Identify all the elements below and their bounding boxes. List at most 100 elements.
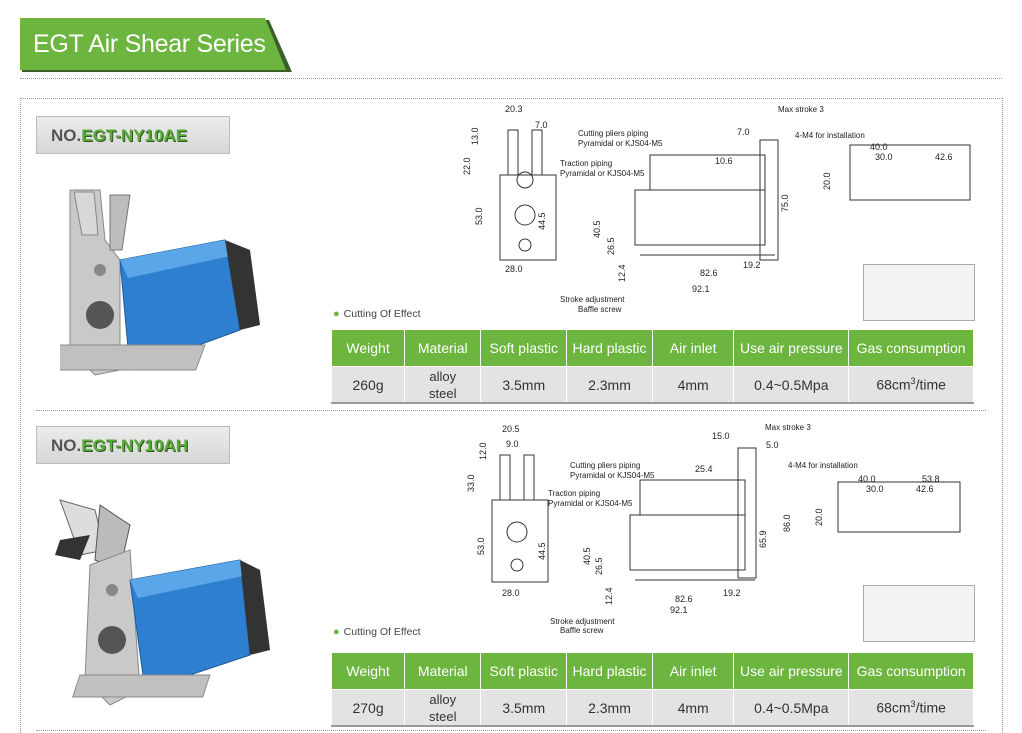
value-weight: 270g bbox=[330, 689, 406, 727]
svg-text:Baffle screw: Baffle screw bbox=[578, 305, 622, 314]
header-gas-consumption: Gas consumption bbox=[848, 652, 974, 690]
header-air-inlet: Air inlet bbox=[651, 329, 735, 367]
svg-text:20.5: 20.5 bbox=[502, 424, 520, 434]
svg-text:28.0: 28.0 bbox=[505, 264, 523, 274]
svg-text:Cutting pliers piping: Cutting pliers piping bbox=[570, 461, 640, 470]
value-air-inlet: 4mm bbox=[651, 689, 735, 727]
cutting-effect-photo bbox=[863, 264, 975, 321]
svg-text:10.6: 10.6 bbox=[715, 156, 733, 166]
header-hard-plastic: Hard plastic bbox=[566, 329, 653, 367]
svg-text:40.0: 40.0 bbox=[870, 142, 888, 152]
spec-table: Weight Material Soft plastic Hard plasti… bbox=[330, 652, 974, 727]
technical-drawing-ny10ah: 20.5 9.0 12.0 33.0 53.0 44.5 28.0 Max st… bbox=[466, 423, 961, 635]
svg-text:7.0: 7.0 bbox=[737, 127, 750, 137]
section-bottom-border bbox=[36, 730, 986, 731]
cutting-effect-label: ●Cutting Of Effect bbox=[333, 626, 421, 638]
cutting-effect-photo bbox=[863, 585, 975, 642]
svg-text:40.0: 40.0 bbox=[858, 474, 876, 484]
svg-text:30.0: 30.0 bbox=[875, 152, 893, 162]
svg-text:53.8: 53.8 bbox=[922, 474, 940, 484]
title-banner bbox=[20, 18, 286, 70]
svg-text:86.0: 86.0 bbox=[782, 514, 792, 532]
header-hard-plastic: Hard plastic bbox=[566, 652, 653, 690]
svg-text:28.0: 28.0 bbox=[502, 588, 520, 598]
product-image-ny10ae bbox=[60, 189, 260, 376]
value-soft-plastic: 3.5mm bbox=[480, 366, 568, 404]
svg-text:Traction piping: Traction piping bbox=[560, 159, 612, 168]
header-material: Material bbox=[404, 329, 482, 367]
svg-text:Pyramidal or KJS04-M5: Pyramidal or KJS04-M5 bbox=[570, 471, 655, 480]
svg-text:Stroke adjustment: Stroke adjustment bbox=[560, 295, 625, 304]
model-label: NO.EGT-NY10AE bbox=[51, 126, 188, 145]
svg-text:92.1: 92.1 bbox=[692, 284, 710, 294]
svg-text:9.0: 9.0 bbox=[506, 439, 519, 449]
header-use-air-pressure: Use air pressure bbox=[733, 329, 850, 367]
svg-text:Pyramidal or KJS04-M5: Pyramidal or KJS04-M5 bbox=[578, 139, 663, 148]
value-gas-consumption: 68cm3/time bbox=[848, 689, 974, 727]
svg-text:42.6: 42.6 bbox=[916, 484, 934, 494]
spec-table: Weight Material Soft plastic Hard plasti… bbox=[330, 329, 974, 404]
svg-text:22.0: 22.0 bbox=[462, 157, 472, 175]
header-gas-consumption: Gas consumption bbox=[848, 329, 974, 367]
section-divider bbox=[36, 410, 986, 411]
svg-text:30.0: 30.0 bbox=[866, 484, 884, 494]
value-use-air-pressure: 0.4~0.5Mpa bbox=[733, 366, 850, 404]
model-label-box: NO.EGT-NY10AE bbox=[36, 116, 230, 154]
svg-text:19.2: 19.2 bbox=[723, 588, 741, 598]
header-soft-plastic: Soft plastic bbox=[480, 329, 568, 367]
section-left-border bbox=[20, 98, 21, 733]
value-weight: 260g bbox=[330, 366, 406, 404]
svg-text:Max stroke 3: Max stroke 3 bbox=[778, 105, 824, 114]
svg-text:53.0: 53.0 bbox=[476, 537, 486, 555]
page-title: EGT Air Shear Series bbox=[33, 30, 266, 58]
svg-text:33.0: 33.0 bbox=[466, 474, 476, 492]
section-right-border bbox=[1002, 98, 1003, 733]
svg-text:Traction piping: Traction piping bbox=[548, 489, 600, 498]
value-air-inlet: 4mm bbox=[651, 366, 735, 404]
spec-header-row: Weight Material Soft plastic Hard plasti… bbox=[330, 652, 974, 690]
header-material: Material bbox=[404, 652, 482, 690]
svg-text:7.0: 7.0 bbox=[535, 120, 548, 130]
svg-text:Pyramidal or KJS04-M5: Pyramidal or KJS04-M5 bbox=[560, 169, 645, 178]
header-weight: Weight bbox=[330, 329, 406, 367]
svg-text:42.6: 42.6 bbox=[935, 152, 953, 162]
svg-text:12.4: 12.4 bbox=[617, 264, 627, 282]
svg-text:4-M4 for installation: 4-M4 for installation bbox=[788, 461, 858, 470]
cutting-effect-label: ●Cutting Of Effect bbox=[333, 308, 421, 320]
svg-text:25.4: 25.4 bbox=[695, 464, 713, 474]
product-image-ny10ah bbox=[55, 499, 270, 706]
header-use-air-pressure: Use air pressure bbox=[733, 652, 850, 690]
svg-text:53.0: 53.0 bbox=[474, 207, 484, 225]
technical-drawing-ny10ae: 20.3 7.0 13.0 22.0 53.0 44.5 28.0 Max st… bbox=[462, 104, 971, 314]
spec-header-row: Weight Material Soft plastic Hard plasti… bbox=[330, 329, 974, 367]
svg-text:12.0: 12.0 bbox=[478, 442, 488, 460]
header-weight: Weight bbox=[330, 652, 406, 690]
svg-text:Max stroke 3: Max stroke 3 bbox=[765, 423, 811, 432]
svg-text:44.5: 44.5 bbox=[537, 542, 547, 560]
header-air-inlet: Air inlet bbox=[651, 652, 735, 690]
value-soft-plastic: 3.5mm bbox=[480, 689, 568, 727]
svg-text:12.4: 12.4 bbox=[604, 587, 614, 605]
svg-text:Pyramidal or KJS04-M5: Pyramidal or KJS04-M5 bbox=[548, 499, 633, 508]
svg-text:4-M4 for installation: 4-M4 for installation bbox=[795, 131, 865, 140]
svg-text:26.5: 26.5 bbox=[594, 557, 604, 575]
svg-text:26.5: 26.5 bbox=[606, 237, 616, 255]
svg-text:20.3: 20.3 bbox=[505, 104, 523, 114]
svg-text:82.6: 82.6 bbox=[700, 268, 718, 278]
bullet-icon: ● bbox=[333, 308, 340, 320]
svg-text:Baffle screw: Baffle screw bbox=[560, 626, 604, 635]
svg-text:20.0: 20.0 bbox=[822, 172, 832, 190]
svg-text:Stroke adjustment: Stroke adjustment bbox=[550, 617, 615, 626]
svg-text:82.6: 82.6 bbox=[675, 594, 693, 604]
svg-text:20.0: 20.0 bbox=[814, 508, 824, 526]
svg-text:40.5: 40.5 bbox=[582, 547, 592, 565]
model-label: NO.EGT-NY10AH bbox=[51, 436, 188, 455]
svg-text:13.0: 13.0 bbox=[470, 127, 480, 145]
section-top-border bbox=[20, 98, 1002, 99]
value-hard-plastic: 2.3mm bbox=[566, 366, 653, 404]
value-hard-plastic: 2.3mm bbox=[566, 689, 653, 727]
